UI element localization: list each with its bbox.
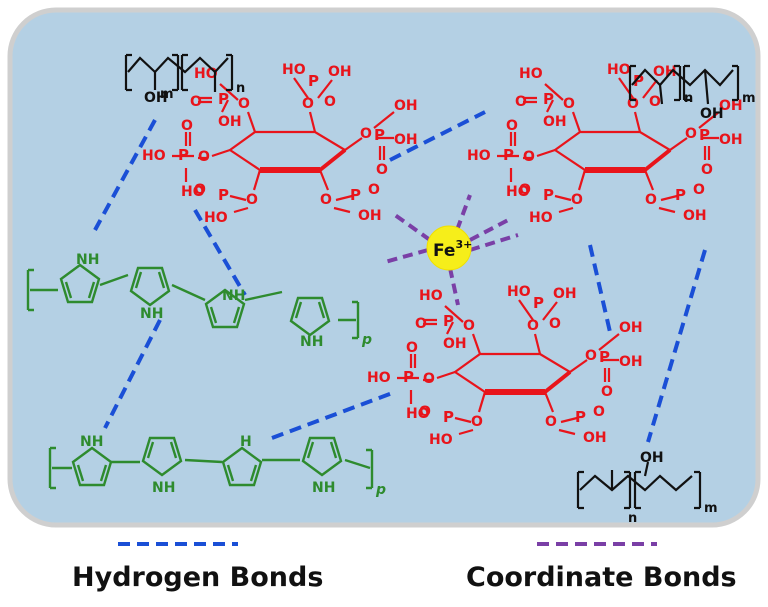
iron-ion: Fe3+	[426, 225, 472, 271]
pva-chain-top-left	[124, 53, 234, 92]
coordinate-bond-lines	[384, 194, 519, 306]
ppy-lower-nh-2: NH	[152, 480, 175, 496]
ppy-lower-nh-1: NH	[80, 434, 103, 450]
pva-chain-bottom-right	[576, 461, 702, 510]
pva-top-left-oh: OH	[144, 90, 168, 106]
ppy-upper-nh-1: NH	[76, 252, 99, 268]
ppy-upper-p: p	[361, 332, 372, 348]
pva-chain-top-right	[628, 64, 740, 105]
pva-bottom-right-n: n	[628, 511, 637, 526]
polypyrrole-chain-upper	[26, 263, 360, 340]
pva-bottom-right-m: m	[704, 501, 718, 516]
ppy-lower-p: p	[375, 482, 386, 498]
pva-top-right-n: n	[684, 91, 693, 106]
ppy-upper-nh-4: NH	[300, 334, 323, 350]
ppy-lower-nh-3: H	[240, 434, 252, 450]
ppy-upper-nh-3: NH	[222, 288, 245, 304]
iron-symbol: Fe	[433, 241, 455, 261]
coordinate-bonds-legend-label: Coordinate Bonds	[466, 562, 737, 593]
hydrogen-bond-lines	[93, 110, 707, 443]
iron-charge: 3+	[455, 238, 472, 251]
svg-text:Fe3+: Fe3+	[433, 238, 472, 261]
pva-top-left-m: m	[160, 87, 174, 102]
ppy-lower-nh-4: NH	[312, 480, 335, 496]
ppy-upper-nh-2: NH	[140, 306, 163, 322]
hydrogen-bonds-legend-label: Hydrogen Bonds	[72, 562, 324, 593]
pva-top-right-oh: OH	[700, 106, 724, 122]
pva-bottom-right-oh: OH	[640, 450, 664, 466]
polypyrrole-chain-lower	[48, 436, 374, 490]
pva-top-right-m: m	[742, 91, 756, 106]
pva-top-left-n: n	[236, 81, 245, 96]
background-panel	[7, 7, 761, 528]
